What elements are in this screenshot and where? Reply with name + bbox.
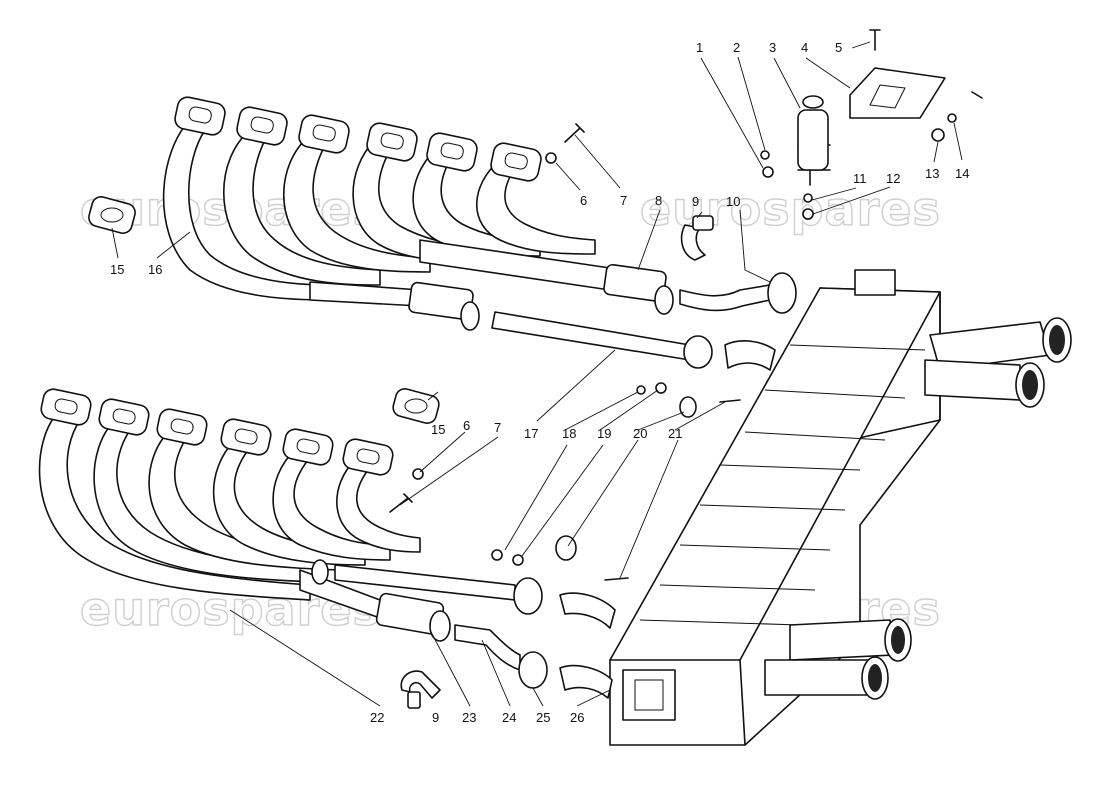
leader-lines: [111, 41, 963, 707]
upper-flanges: [174, 96, 542, 182]
label-part-13: 13: [925, 166, 939, 181]
label-part-25: 25: [536, 710, 550, 725]
upper-link-pipe: [679, 284, 771, 312]
part-labels: 1 2 3 4 5 6 7 8 9 10 11 12 13 14 15 16 6…: [110, 40, 969, 725]
lower-pipe-24: [454, 624, 521, 671]
label-part-22: 22: [370, 710, 384, 725]
clamp-upper: [680, 215, 714, 261]
label-part-7-lower: 7: [494, 420, 501, 435]
hardware-lower: [389, 382, 741, 581]
label-part-23: 23: [462, 710, 476, 725]
label-part-15: 15: [110, 262, 124, 277]
hardware-upper: [545, 29, 983, 220]
label-part-8: 8: [655, 193, 662, 208]
label-part-2: 2: [733, 40, 740, 55]
upper-pipe-flange: [767, 272, 797, 314]
gasket-left: [88, 196, 136, 234]
label-part-4: 4: [801, 40, 808, 55]
label-part-10: 10: [726, 194, 740, 209]
label-part-11: 11: [853, 171, 867, 186]
label-part-9: 9: [692, 194, 699, 209]
upper-tail-pipe: [491, 311, 691, 361]
label-part-20: 20: [633, 426, 647, 441]
lower-exhaust-manifold: [38, 388, 516, 642]
label-part-14: 14: [955, 166, 969, 181]
muffler-assembly: [609, 269, 1072, 746]
label-part-16: 16: [148, 262, 162, 277]
label-part-6-lower: 6: [463, 418, 470, 433]
label-part-24: 24: [502, 710, 516, 725]
label-part-15-center: 15: [431, 422, 445, 437]
label-part-9-lower: 9: [432, 710, 439, 725]
label-part-7: 7: [620, 193, 627, 208]
lower-flange-25: [518, 651, 548, 689]
label-part-1: 1: [696, 40, 703, 55]
label-part-21: 21: [668, 426, 682, 441]
label-part-3: 3: [769, 40, 776, 55]
label-part-26: 26: [570, 710, 584, 725]
upper-exhaust-manifold: [162, 96, 674, 331]
lower-flanges: [40, 388, 394, 476]
label-part-12: 12: [886, 171, 900, 186]
label-part-5: 5: [835, 40, 842, 55]
label-part-19: 19: [597, 426, 611, 441]
clamp-lower: [400, 670, 441, 709]
label-part-6: 6: [580, 193, 587, 208]
gasket-center: [392, 388, 440, 424]
label-part-18: 18: [562, 426, 576, 441]
lower-flange-upper: [513, 577, 543, 615]
label-part-17: 17: [524, 426, 538, 441]
